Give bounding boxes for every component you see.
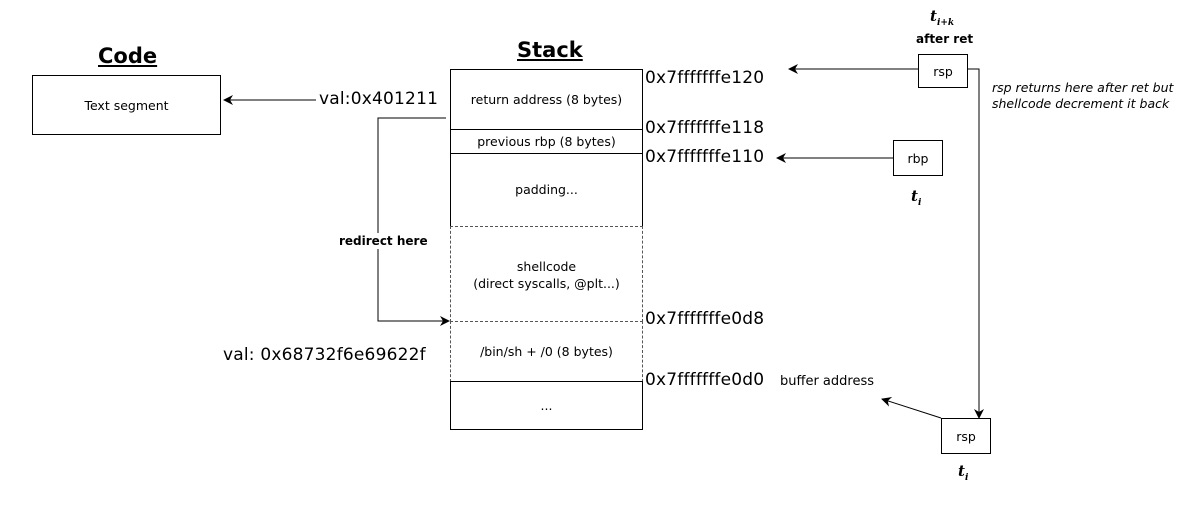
rsp-after-time: ti+k xyxy=(930,7,955,28)
rsp-return-arrow xyxy=(968,68,984,419)
address-e118: 0x7fffffffe118 xyxy=(645,118,765,138)
rbp-time: ti xyxy=(911,187,922,208)
rbp-label: rbp xyxy=(907,150,929,166)
address-e0d8: 0x7fffffffe0d8 xyxy=(645,309,765,329)
stack-binsh: /bin/sh + /0 (8 bytes) xyxy=(450,321,643,382)
binsh-label: /bin/sh + /0 (8 bytes) xyxy=(480,343,613,359)
rbp-register: rbp xyxy=(893,140,943,176)
rsp-note-line2: shellcode decrement it back xyxy=(992,96,1170,111)
padding-label: padding... xyxy=(515,182,578,197)
ellipsis-label: ... xyxy=(540,398,553,413)
rsp-before-register: rsp xyxy=(941,418,991,454)
stack-padding: padding... xyxy=(450,153,643,227)
text-segment-label: Text segment xyxy=(84,97,169,113)
stack-ellipsis: ... xyxy=(450,381,643,430)
binsh-value-label: val: 0x68732f6e69622f xyxy=(223,345,426,365)
address-e110: 0x7fffffffe110 xyxy=(645,147,765,167)
code-heading: Code xyxy=(98,44,158,68)
rsp-before-label: rsp xyxy=(956,428,976,444)
redirect-label: redirect here xyxy=(339,233,428,249)
rsp-after-caption: after ret xyxy=(916,32,974,46)
stack-previous-rbp: previous rbp (8 bytes) xyxy=(450,129,643,154)
rsp-after-register: rsp xyxy=(918,54,968,88)
rsp-before-arrow xyxy=(881,396,942,419)
text-segment-box: Text segment xyxy=(32,75,221,135)
rsp-before-time: ti xyxy=(958,462,969,483)
address-e120: 0x7fffffffe120 xyxy=(645,68,765,88)
code-value-label: val:0x401211 xyxy=(319,89,439,109)
stack-shellcode: shellcode (direct syscalls, @plt...) xyxy=(450,226,643,322)
stack-return-address: return address (8 bytes) xyxy=(450,69,643,130)
shellcode-label: shellcode (direct syscalls, @plt...) xyxy=(473,258,620,291)
return-address-label: return address (8 bytes) xyxy=(470,92,623,107)
address-e0d0: 0x7fffffffe0d0 xyxy=(645,370,765,390)
previous-rbp-label: previous rbp (8 bytes) xyxy=(477,134,616,149)
rsp-note-line1: rsp returns here after ret but xyxy=(992,80,1174,95)
redirect-arrow xyxy=(377,117,450,326)
stack-heading: Stack xyxy=(517,38,583,62)
buffer-address-label: buffer address xyxy=(780,374,874,389)
rsp-after-label: rsp xyxy=(933,63,953,79)
